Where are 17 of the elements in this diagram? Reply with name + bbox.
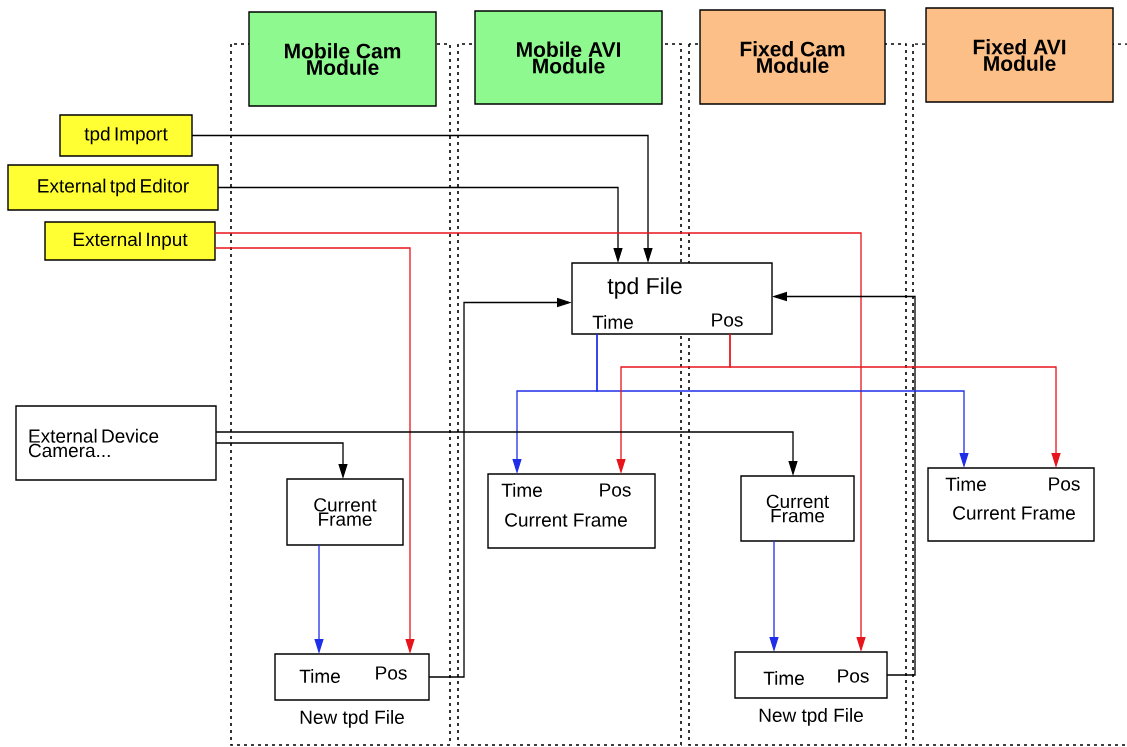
- module-box: Mobile AVI Module: [474, 10, 663, 105]
- node-label: New tpd File: [300, 710, 404, 728]
- module-box: Fixed Cam Module: [699, 9, 886, 105]
- frame-box: Current Frame: [740, 475, 855, 542]
- node-label: New tpd File: [759, 708, 863, 726]
- input-box: tpd Import: [59, 114, 193, 157]
- frame-box: Current Frame: [286, 478, 404, 546]
- file-box: tpd File Time Pos: [571, 262, 773, 335]
- file-box: Time Pos Current Frame: [487, 473, 656, 549]
- module-box: Mobile Cam Module: [248, 11, 437, 107]
- input-box: External tpd Editor: [7, 164, 219, 211]
- file-box: Time Pos: [274, 653, 430, 701]
- file-box: Time Pos: [734, 651, 888, 699]
- input-box: External Input: [44, 221, 216, 261]
- file-box: Time Pos Current Frame: [927, 467, 1095, 542]
- device-box: External Device Camera...: [15, 405, 217, 481]
- module-box: Fixed AVI Module: [925, 7, 1114, 103]
